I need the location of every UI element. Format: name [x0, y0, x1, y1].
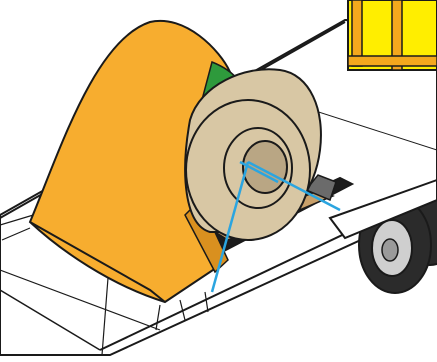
cargo-box [348, 0, 437, 70]
wheel-hub [382, 239, 398, 261]
cargo-box-frame [348, 56, 437, 66]
